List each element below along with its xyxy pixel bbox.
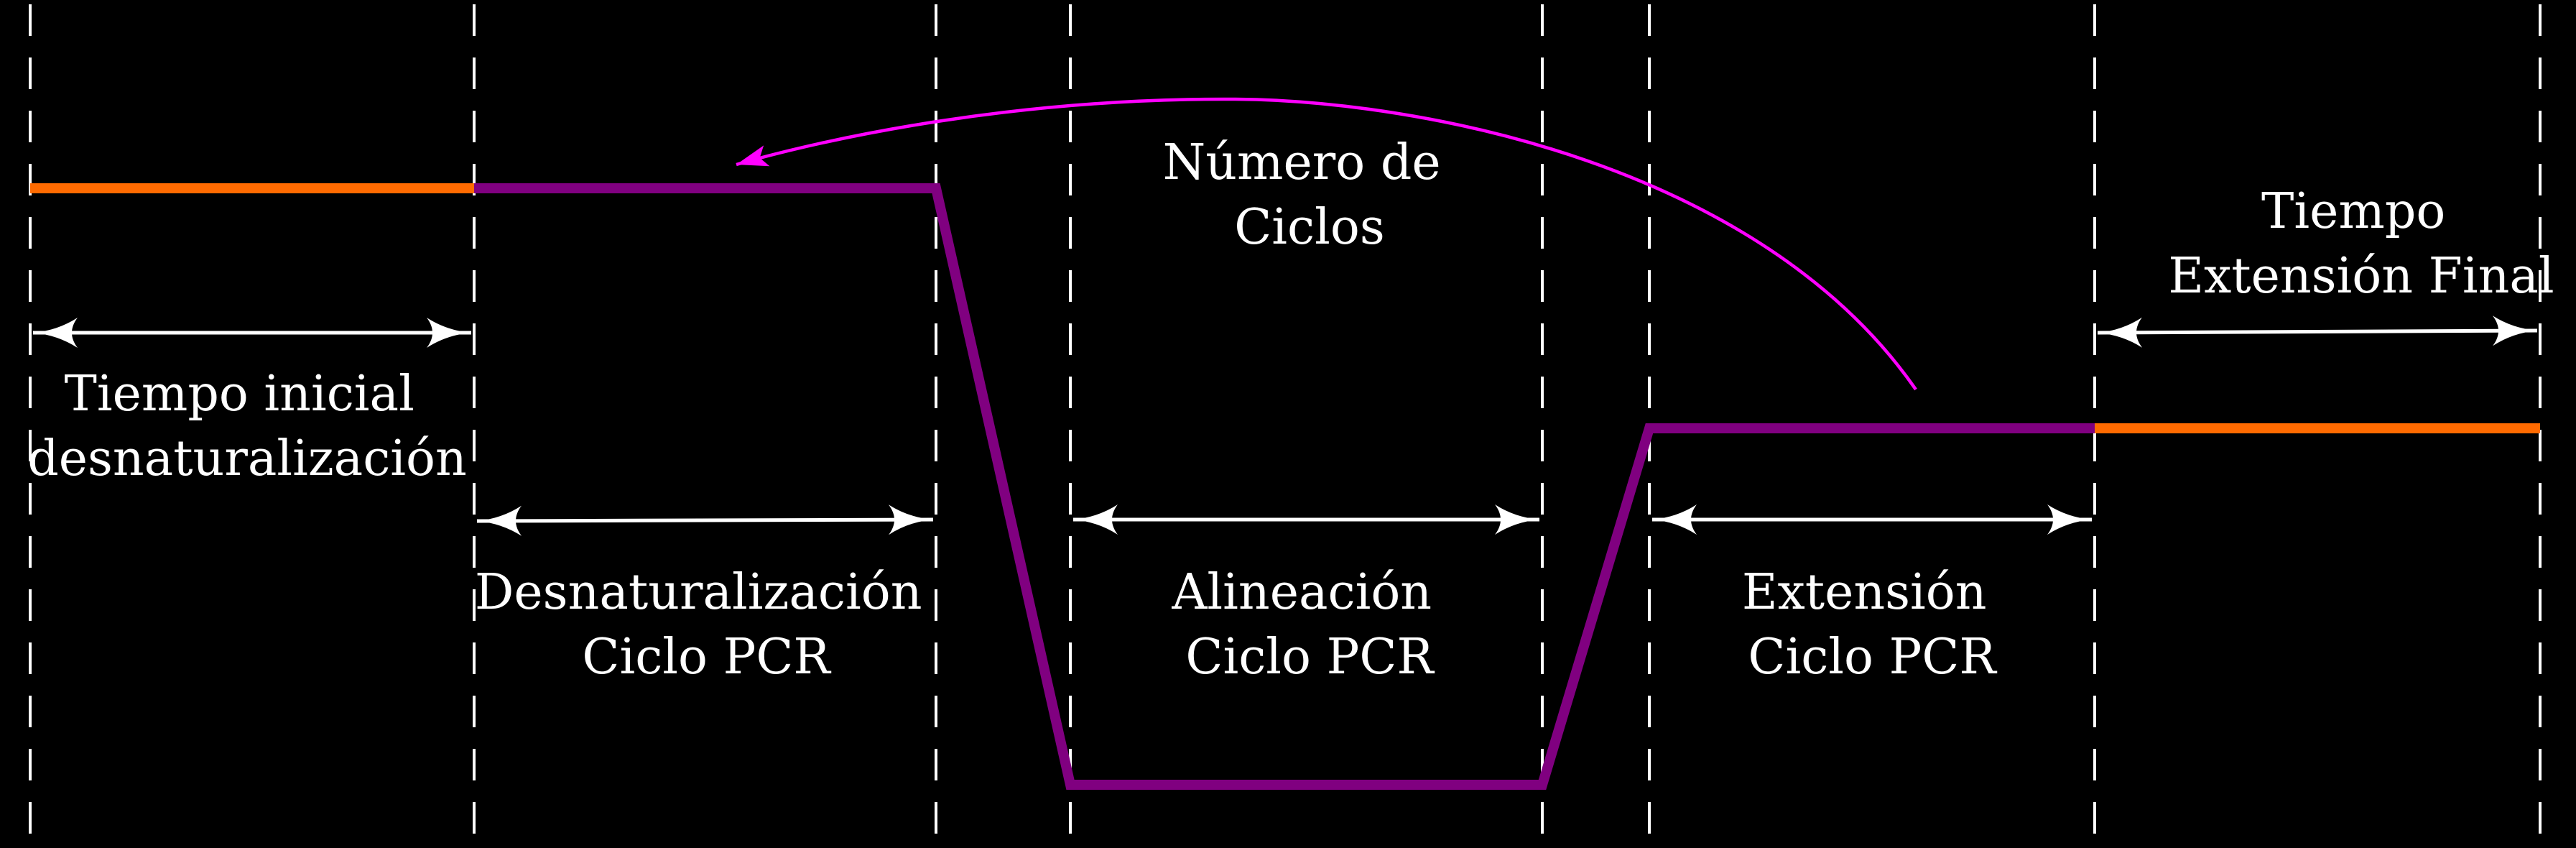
temperature-profile xyxy=(30,183,2540,790)
extension-label: Extensión Ciclo PCR xyxy=(1742,564,2002,686)
final-extension-label-line2: Extensión Final xyxy=(2168,248,2554,305)
denaturation-label: Desnaturalización Ciclo PCR xyxy=(475,564,937,686)
initial-denaturation-label-line2: desnaturalización xyxy=(27,430,467,487)
final-extension-label-line1: Tiempo xyxy=(2261,183,2445,240)
denaturation-span-arrow xyxy=(476,504,934,536)
extension-label-line1: Extensión xyxy=(1742,564,1987,621)
duration-arrows xyxy=(33,315,2538,536)
phase-guides xyxy=(29,4,2542,848)
denaturation-label-line2: Ciclo PCR xyxy=(582,629,831,686)
pcr-cycle-profile xyxy=(474,183,2095,790)
annealing-label-line2: Ciclo PCR xyxy=(1185,629,1435,686)
final-extension-label: Tiempo Extensión Final xyxy=(2168,183,2554,305)
initial-denaturation-label-line1: Tiempo inicial xyxy=(65,366,414,423)
final-extension-span-arrow xyxy=(2097,315,2538,348)
denaturation-label-line1: Desnaturalización xyxy=(475,564,922,621)
annealing-label-line1: Alineación xyxy=(1171,564,1432,621)
cycles-label-line2: Ciclos xyxy=(1234,199,1384,256)
extension-label-line2: Ciclo PCR xyxy=(1748,629,1997,686)
cycle-return-arrow xyxy=(736,97,1917,391)
labels: Tiempo inicial desnaturalización Desnatu… xyxy=(27,134,2554,686)
annealing-label: Alineación Ciclo PCR xyxy=(1171,564,1447,686)
cycles-label-line1: Número de xyxy=(1163,134,1441,191)
initial-denaturation-label: Tiempo inicial desnaturalización xyxy=(27,366,467,487)
cycles-label: Número de Ciclos xyxy=(1163,134,1456,256)
